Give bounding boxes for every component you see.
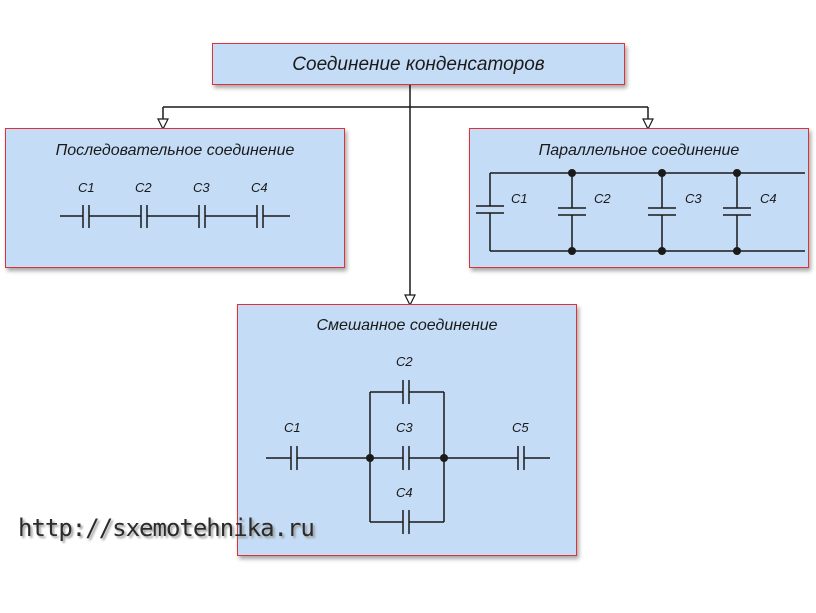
arrow-series (157, 118, 169, 131)
parallel-label-c2: C2 (594, 191, 611, 206)
series-label-c1: C1 (78, 180, 95, 195)
series-title: Последовательное соединение (55, 142, 295, 159)
series-circuit (60, 205, 290, 228)
parallel-box: Параллельное соединение (469, 128, 809, 268)
parallel-label-c3: C3 (685, 191, 702, 206)
arrow-parallel (642, 118, 654, 131)
parallel-label-c4: C4 (760, 191, 777, 206)
watermark-url: http://sxemotehnika.ru (18, 514, 315, 542)
mixed-circuit (266, 380, 550, 534)
mixed-box: Смешанное соединение (237, 304, 577, 556)
parallel-label-c1: C1 (511, 191, 528, 206)
arrow-mixed (404, 294, 416, 307)
root-box: Соединение конденсаторов (212, 43, 625, 85)
mixed-label-c3: C3 (396, 420, 413, 435)
series-label-c2: C2 (135, 180, 152, 195)
mixed-label-c2: C2 (396, 354, 413, 369)
mixed-label-c5: C5 (512, 420, 529, 435)
series-label-c4: C4 (251, 180, 268, 195)
parallel-title: Параллельное соединение (538, 142, 740, 159)
series-label-c3: C3 (193, 180, 210, 195)
series-box: Последовательное соединение (5, 128, 345, 268)
root-title: Соединение конденсаторов (292, 54, 545, 75)
mixed-label-c4: C4 (396, 485, 413, 500)
mixed-label-c1: C1 (284, 420, 301, 435)
parallel-circuit (476, 172, 805, 252)
mixed-title: Смешанное соединение (316, 317, 498, 334)
